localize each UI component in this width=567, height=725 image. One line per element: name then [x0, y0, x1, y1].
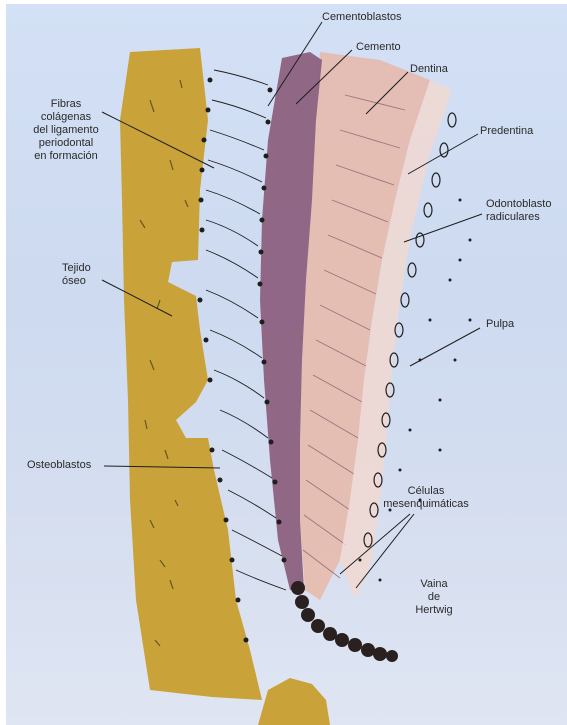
label-fibras-line: en formación: [18, 150, 114, 163]
pulp-dots: [359, 199, 472, 582]
label-dentina: Dentina: [410, 63, 448, 76]
label-celulas-line: mesenquimáticas: [376, 498, 476, 511]
label-predentina: Predentina: [480, 125, 533, 138]
label-celulas: Células mesenquimáticas: [376, 485, 476, 511]
bone-shape: [120, 48, 262, 700]
label-fibras-line: Fibras: [18, 98, 114, 111]
dentin: [300, 52, 430, 600]
bone-bottom: [258, 678, 330, 725]
cementoblast-cells: [258, 88, 287, 563]
label-vaina-line: de: [406, 591, 462, 604]
label-cementoblastos: Cementoblastos: [322, 11, 402, 24]
bone-tissue: [120, 48, 262, 700]
label-cemento: Cemento: [356, 41, 401, 54]
label-fibras-line: colágenas: [18, 111, 114, 124]
label-pulpa: Pulpa: [486, 318, 514, 331]
label-fibras-line: del ligamento: [18, 124, 114, 137]
label-tejido-oseo-line: Tejido: [62, 262, 91, 275]
label-fibras-line: periodontal: [18, 137, 114, 150]
label-tejido-oseo: Tejido óseo: [62, 262, 91, 288]
bone-texture: [140, 80, 188, 646]
label-tejido-oseo-line: óseo: [62, 275, 91, 288]
odontoblast-row: [364, 113, 456, 547]
osteoblast-cells: [198, 78, 249, 643]
predentina-band: [340, 80, 452, 600]
cementum: [260, 52, 322, 590]
label-vaina-line: Vaina: [406, 578, 462, 591]
label-celulas-line: Células: [376, 485, 476, 498]
label-odontoblastos-line: Odontoblasto: [486, 198, 551, 211]
label-vaina-line: Hertwig: [406, 604, 462, 617]
periodontal-fibers: [206, 70, 286, 590]
label-vaina: Vaina de Hertwig: [406, 578, 462, 617]
label-odontoblastos: Odontoblasto radiculares: [486, 198, 551, 224]
hertwig-sheath: [291, 581, 398, 662]
label-osteoblastos: Osteoblastos: [27, 459, 91, 472]
leader-lines: [102, 22, 482, 588]
label-fibras: Fibras colágenas del ligamento periodont…: [18, 98, 114, 163]
label-odontoblastos-line: radiculares: [486, 211, 551, 224]
